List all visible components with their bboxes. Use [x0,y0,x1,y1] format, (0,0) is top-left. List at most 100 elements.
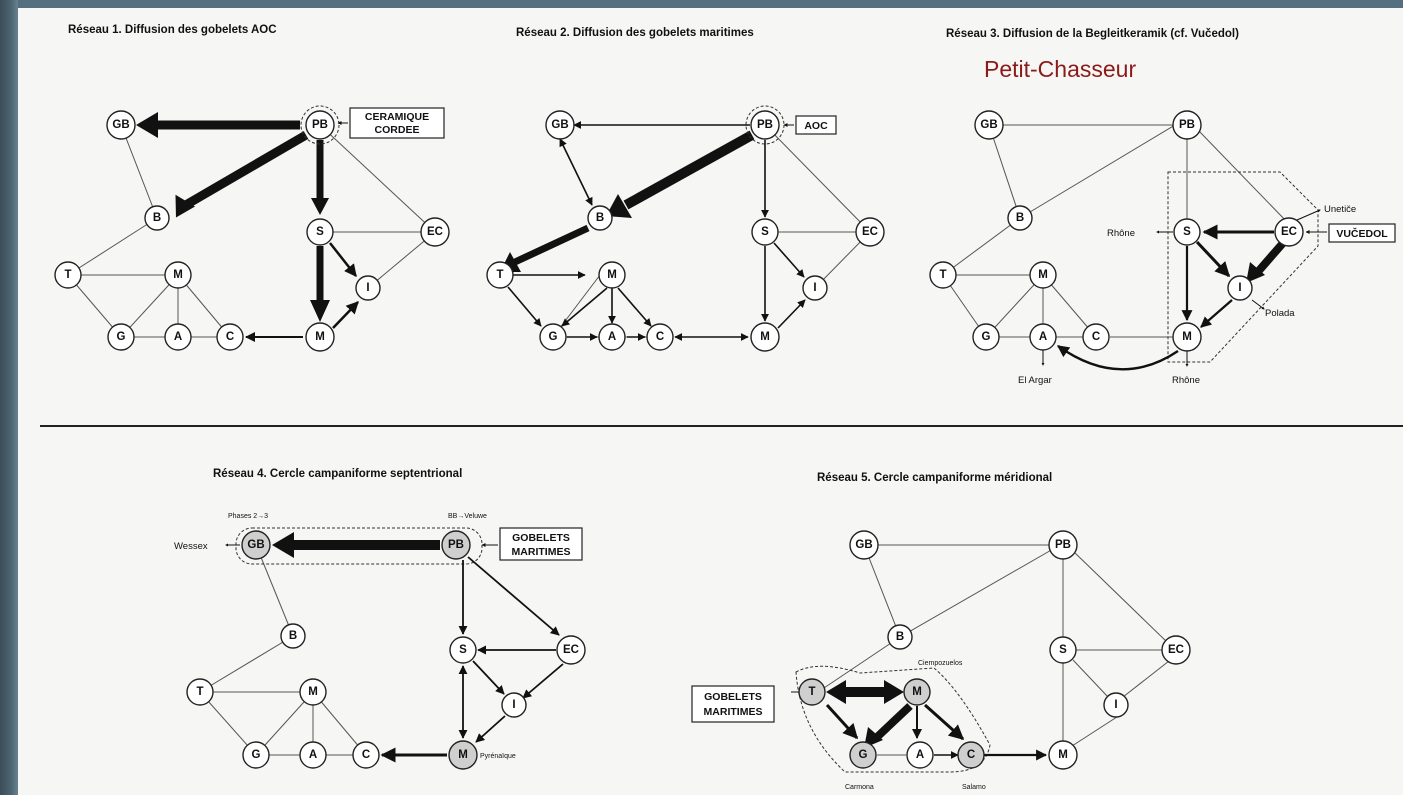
svg-text:C: C [1092,331,1100,343]
ciempozuelos-label: Ciempozuelos [918,660,963,667]
svg-text:S: S [459,644,467,656]
svg-text:GOBELETS: GOBELETS [704,691,762,703]
svg-text:M: M [173,269,183,281]
node-b: B [887,624,913,650]
svg-text:EC: EC [563,644,579,656]
svg-text:C: C [967,749,975,761]
phases-label: Phases 2→3 [228,513,268,520]
svg-text:M: M [315,331,325,343]
node-m-upper: M [598,261,626,289]
node-s: S [449,636,477,664]
svg-text:M: M [1182,331,1192,343]
node-gb: GB [974,110,1004,140]
svg-text:T: T [196,686,203,698]
node-i: I [802,275,828,301]
svg-text:EC: EC [862,226,878,238]
svg-text:G: G [252,749,261,761]
svg-text:CORDEE: CORDEE [375,124,420,136]
node-pb: PB [1048,530,1078,560]
node-ec: EC [1161,635,1191,665]
svg-text:EC: EC [1281,226,1297,238]
node-m-lower: M [1172,322,1202,352]
svg-text:B: B [153,212,161,224]
node-g: G [972,323,1000,351]
node-c: C [352,741,380,769]
svg-text:G: G [117,331,126,343]
polada-label: Polada [1265,308,1295,319]
svg-text:I: I [512,699,515,711]
svg-text:I: I [366,282,369,294]
svg-text:MARITIMES: MARITIMES [512,546,571,558]
node-g: G [539,323,567,351]
node-gb: GB [106,110,136,140]
svg-text:AOC: AOC [804,120,828,132]
node-g: G [107,323,135,351]
node-m-lower: M [750,322,780,352]
node-i: I [1227,275,1253,301]
title-network-2: Réseau 2. Diffusion des gobelets maritim… [516,27,754,39]
svg-text:M: M [1058,749,1068,761]
node-gb: GB [849,530,879,560]
node-s: S [751,218,779,246]
network-1: CERAMIQUE CORDEE GB PB B S EC I T M G A … [54,105,450,352]
svg-text:VUČEDOL: VUČEDOL [1336,227,1388,240]
svg-text:C: C [226,331,234,343]
window-frame-top [0,0,1403,10]
svg-text:B: B [896,631,904,643]
node-b: B [144,205,170,231]
svg-text:EC: EC [1168,644,1184,656]
svg-text:S: S [1059,644,1067,656]
svg-text:A: A [1039,331,1047,343]
petit-chasseur-label: Petit-Chasseur [984,56,1137,82]
vucedol-box: VUČEDOL [1328,223,1396,243]
section-divider [40,425,1403,427]
svg-text:T: T [64,269,71,281]
svg-text:PB: PB [757,119,773,131]
title-network-3: Réseau 3. Diffusion de la Begleitkeramik… [946,28,1239,40]
svg-text:A: A [608,331,616,343]
node-c: C [646,323,674,351]
node-s: S [306,218,334,246]
svg-text:M: M [1038,269,1048,281]
node-a: A [598,323,626,351]
node-ec: EC [556,635,586,665]
svg-text:EC: EC [427,226,443,238]
svg-text:M: M [607,269,617,281]
node-t: T [486,261,514,289]
node-ec: EC [855,217,885,247]
wessex-label: Wessex [174,541,208,552]
node-s: S [1173,218,1201,246]
svg-text:I: I [1114,699,1117,711]
window-frame-left [0,0,18,795]
svg-text:G: G [982,331,991,343]
node-b: B [1007,205,1033,231]
svg-text:CERAMIQUE: CERAMIQUE [365,111,429,123]
svg-text:T: T [939,269,946,281]
svg-text:MARITIMES: MARITIMES [704,706,763,718]
svg-text:PB: PB [448,539,464,551]
node-gb: GB [545,110,575,140]
node-pb: PB [1172,110,1202,140]
salamo-label: Salamo [962,784,986,791]
gobelets-maritimes-box-4: GOBELETS MARITIMES [499,527,583,561]
gobelets-maritimes-box-5: GOBELETS MARITIMES [691,685,775,723]
pyrenaique-label: Pyrénaïque [480,753,516,760]
svg-text:B: B [289,630,297,642]
network-4: Phases 2→3 BB→Veluwe Wessex GOBELETS MAR… [174,513,586,770]
node-t: T [798,678,826,706]
node-c: C [1082,323,1110,351]
node-ec: EC [420,217,450,247]
node-t: T [54,261,82,289]
title-network-5: Réseau 5. Cercle campaniforme méridional [817,472,1053,484]
node-c: C [957,741,985,769]
svg-text:M: M [308,686,318,698]
node-a: A [164,323,192,351]
svg-text:GB: GB [855,539,872,551]
svg-text:A: A [174,331,182,343]
svg-text:PB: PB [1055,539,1071,551]
node-a: A [299,741,327,769]
node-c: C [216,323,244,351]
svg-text:A: A [309,749,317,761]
node-b: B [587,205,613,231]
